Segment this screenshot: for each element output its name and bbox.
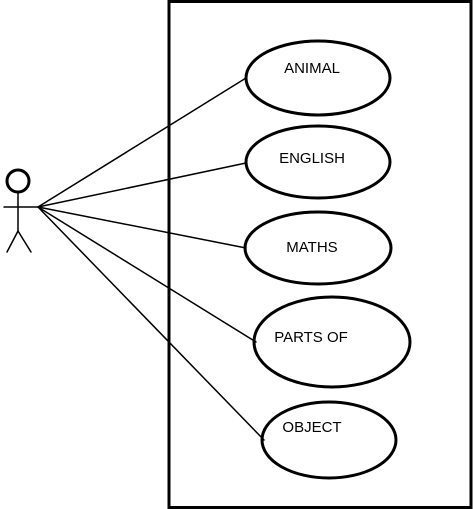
system-boundary <box>167 0 473 509</box>
use-case-animal-ellipse <box>244 39 392 117</box>
use-case-english-label: ENGLISH <box>279 150 345 167</box>
use-case-maths-ellipse <box>243 210 393 286</box>
use-case-object: OBJECT <box>260 400 398 480</box>
use-case-animal-label: ANIMAL <box>284 60 340 77</box>
use-case-english: ENGLISH <box>244 124 392 200</box>
actor-icon <box>3 168 39 253</box>
use-case-parts-of-label: PARTS OF <box>274 329 348 346</box>
use-case-maths: MATHS <box>243 210 393 286</box>
association-english <box>37 162 247 208</box>
actor-right-leg <box>17 230 32 253</box>
association-parts-of <box>37 206 257 343</box>
use-case-object-label: OBJECT <box>282 419 341 436</box>
association-object <box>37 206 265 441</box>
use-case-parts-of-ellipse <box>252 295 412 389</box>
use-case-english-ellipse <box>244 124 392 200</box>
use-case-parts-of: PARTS OF <box>252 295 412 389</box>
association-maths <box>37 206 247 249</box>
use-case-maths-label: MATHS <box>286 239 337 256</box>
association-animal <box>37 77 247 208</box>
actor-head <box>5 168 31 194</box>
use-case-object-ellipse <box>260 400 398 480</box>
actor-left-leg <box>6 230 19 253</box>
use-case-animal: ANIMAL <box>244 39 392 117</box>
